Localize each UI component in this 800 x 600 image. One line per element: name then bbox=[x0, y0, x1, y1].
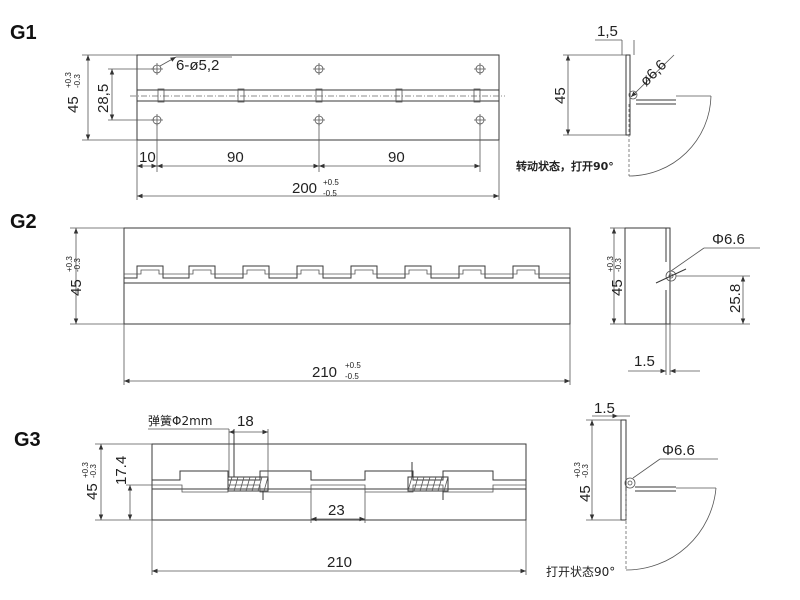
g2-knuckle-profile bbox=[124, 265, 570, 279]
g3-side-height-value: 45 bbox=[577, 485, 594, 502]
g2-pin-value: Φ6.6 bbox=[712, 231, 745, 248]
g2-label: G2 bbox=[10, 211, 37, 233]
g1-holes-callout: 6-ø5,2 bbox=[176, 57, 219, 74]
g1-height-value: 45 bbox=[65, 96, 82, 113]
g3-thickness-value: 1.5 bbox=[594, 400, 615, 417]
g3-rotation-arc bbox=[625, 487, 717, 571]
g3-offset-value: 17.4 bbox=[113, 456, 130, 485]
g2-length-tol-up: +0.5 bbox=[345, 361, 361, 370]
g3-knuckle-profile bbox=[152, 470, 526, 481]
g1-front-view: 6-ø5,2 45 +0.3 -0.3 28,5 10 90 90 bbox=[64, 54, 505, 200]
g2-front-view: 45 +0.3 -0.3 210 +0.5 -0.5 bbox=[65, 227, 571, 385]
g2-leaf-outline bbox=[123, 227, 571, 325]
g3-spring-length: 18 bbox=[237, 413, 254, 430]
g3-height-tol-up: +0.3 bbox=[81, 462, 90, 478]
g1-rotation-note: 转动状态，打开90° bbox=[516, 159, 614, 173]
g3-side-view: 1.5 Φ6.6 45 +0.3 -0.3 打开状态90° bbox=[546, 400, 718, 579]
g3-front-view: 18 弹簧Φ2mm 45 +0.3 -0.3 17.4 23 210 bbox=[81, 413, 527, 575]
g1-leaf-outline bbox=[136, 54, 500, 141]
g1-height-tol-up: +0.3 bbox=[64, 72, 73, 88]
g2-length-tol-dn: -0.5 bbox=[345, 372, 359, 381]
g3-length-value: 210 bbox=[327, 554, 352, 571]
g3-spring-1 bbox=[227, 429, 269, 500]
g2-side-height-tol-up: +0.3 bbox=[606, 256, 615, 272]
g3-spring-2 bbox=[407, 462, 449, 500]
g1-height-tol-dn: -0.3 bbox=[73, 74, 82, 88]
g3-label: G3 bbox=[14, 429, 41, 451]
g1-thickness-value: 1,5 bbox=[597, 23, 618, 40]
g2-length-value: 210 bbox=[312, 364, 337, 381]
g3-section: G3 18 弹簧Φ2mm bbox=[14, 400, 718, 579]
g1-pitch1-value: 90 bbox=[227, 149, 244, 166]
g2-section: G2 45 +0.3 -0.3 210 +0.5 -0.5 bbox=[10, 211, 760, 385]
g2-side-height-value: 45 bbox=[609, 279, 626, 296]
g1-edge-value: 10 bbox=[139, 149, 156, 166]
g1-knuckle-joints bbox=[157, 88, 481, 103]
g1-hole-span-value: 28,5 bbox=[95, 84, 112, 113]
g2-side-height-tol-dn: -0.3 bbox=[614, 258, 623, 272]
g1-length-value: 200 bbox=[292, 180, 317, 197]
g2-offset-value: 25.8 bbox=[727, 284, 744, 313]
g1-pitch2-value: 90 bbox=[388, 149, 405, 166]
g1-pin-value: ø6,6 bbox=[637, 57, 670, 90]
g2-thickness-value: 1.5 bbox=[634, 353, 655, 370]
g1-label: G1 bbox=[10, 22, 37, 44]
g3-height-value: 45 bbox=[84, 483, 101, 500]
g3-side-height-tol-up: +0.3 bbox=[573, 462, 582, 478]
g3-spring-callout: 弹簧Φ2mm bbox=[148, 413, 212, 428]
g2-height-value: 45 bbox=[68, 279, 85, 296]
g2-height-tol-dn: -0.3 bbox=[73, 258, 82, 272]
g1-side-height-value: 45 bbox=[552, 87, 569, 104]
g1-length-tol-dn: -0.5 bbox=[323, 189, 337, 198]
g3-pin-value: Φ6.6 bbox=[662, 442, 695, 459]
g2-side-view: Φ6.6 25.8 45 +0.3 -0.3 1.5 bbox=[606, 227, 760, 375]
g1-section: G1 bbox=[10, 22, 712, 200]
g3-side-height-tol-dn: -0.3 bbox=[581, 464, 590, 478]
g1-side-view: 1,5 ø6,6 45 转动状态，打开90° bbox=[516, 23, 712, 177]
g1-length-tol-up: +0.5 bbox=[323, 178, 339, 187]
g1-rotation-arc bbox=[628, 95, 712, 177]
g3-height-tol-dn: -0.3 bbox=[89, 464, 98, 478]
g1-holes bbox=[151, 63, 486, 126]
g3-gap-value: 23 bbox=[328, 502, 345, 519]
g2-height-tol-up: +0.3 bbox=[65, 256, 74, 272]
g3-rotation-note: 打开状态90° bbox=[546, 565, 615, 579]
